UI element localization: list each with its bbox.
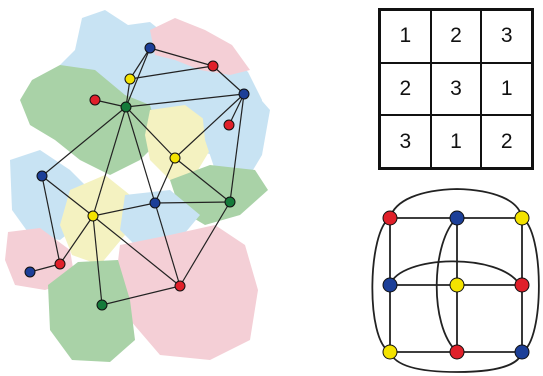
map-graph-edge xyxy=(149,47,214,67)
map-graph-node-blue xyxy=(24,266,36,278)
map-graph-edge xyxy=(125,106,156,204)
latin-cell: 3 xyxy=(481,10,532,63)
map-graph-edge xyxy=(92,215,103,306)
square-graph xyxy=(371,188,540,373)
map-graph-edge xyxy=(212,65,245,95)
latin-cell: 1 xyxy=(430,115,482,168)
map-graph xyxy=(24,42,250,311)
square-graph-node-blue xyxy=(449,210,465,226)
map-region-saxony xyxy=(170,165,268,225)
square-graph-node-red xyxy=(514,277,530,293)
map-graph-edge xyxy=(229,93,245,203)
map-graph-edge xyxy=(174,93,245,159)
map-graph-edge xyxy=(228,93,245,126)
map-graph-node-yellow xyxy=(124,73,136,85)
map-graph-node-green xyxy=(96,299,108,311)
map-graph-edge xyxy=(92,202,156,217)
map-region-center-yellow xyxy=(145,105,210,180)
map-region-baden xyxy=(48,260,135,362)
latin-cell: 3 xyxy=(380,115,431,168)
map-graph-edges xyxy=(29,47,245,306)
square-graph-outer-curves xyxy=(371,188,540,373)
square-graph-node-blue xyxy=(382,277,398,293)
map-graph-edge xyxy=(129,47,151,80)
map-region-bavaria xyxy=(115,225,258,360)
latin-cell: 2 xyxy=(380,62,431,116)
map-region-lower-saxony xyxy=(20,65,160,175)
map-graph-edge xyxy=(92,215,181,287)
map-graph-edge xyxy=(101,285,181,306)
square-graph-node-yellow xyxy=(514,210,530,226)
map-graph-node-red xyxy=(89,94,101,106)
map-graph-node-green xyxy=(224,196,236,208)
latin-cell: 1 xyxy=(380,10,431,63)
map-graph-node-red xyxy=(54,258,66,270)
square-graph-node-yellow xyxy=(382,344,398,360)
map-region-schleswig xyxy=(150,18,250,75)
map-graph-edge xyxy=(125,93,245,108)
map-graph-edge xyxy=(179,201,231,287)
latin-cell: 1 xyxy=(481,62,532,116)
map-graph-edge xyxy=(59,215,94,265)
square-graph-node-blue xyxy=(514,344,530,360)
square-graph-node-yellow xyxy=(449,277,465,293)
latin-cell: 2 xyxy=(481,115,532,168)
map-region-southwest xyxy=(5,228,75,290)
map-graph-node-yellow xyxy=(169,152,181,164)
map-graph-node-blue xyxy=(144,42,156,54)
square-graph-grid-edges xyxy=(389,217,523,353)
map-graph-node-red xyxy=(174,280,186,292)
map-graph-edge xyxy=(154,157,176,204)
map-graph-node-blue xyxy=(36,170,48,182)
map-graph-edge xyxy=(41,106,127,177)
square-graph-node-red xyxy=(382,210,398,226)
map-graph-edge xyxy=(125,106,176,159)
map-graph-node-blue xyxy=(149,197,161,209)
map-graph-node-yellow xyxy=(87,210,99,222)
germany-map xyxy=(5,10,270,362)
square-graph-node-red xyxy=(449,344,465,360)
map-region-east xyxy=(200,85,270,175)
map-graph-edge xyxy=(154,201,231,204)
map-graph-edge xyxy=(129,65,214,80)
map-graph-node-green xyxy=(120,101,132,113)
map-graph-node-red xyxy=(223,119,235,131)
map-graph-node-red xyxy=(207,60,219,72)
latin-square: 1 2 3 2 3 1 3 1 2 xyxy=(378,8,534,170)
map-graph-node-blue xyxy=(238,88,250,100)
latin-cell: 3 xyxy=(430,62,482,116)
map-graph-edge xyxy=(41,175,61,265)
map-graph-nodes xyxy=(24,42,250,311)
map-graph-edge xyxy=(174,157,231,203)
square-graph-nodes xyxy=(382,210,530,360)
map-graph-edge xyxy=(92,106,127,217)
latin-cell: 2 xyxy=(430,10,482,63)
map-graph-edge xyxy=(154,202,181,287)
map-graph-edge xyxy=(41,175,94,217)
